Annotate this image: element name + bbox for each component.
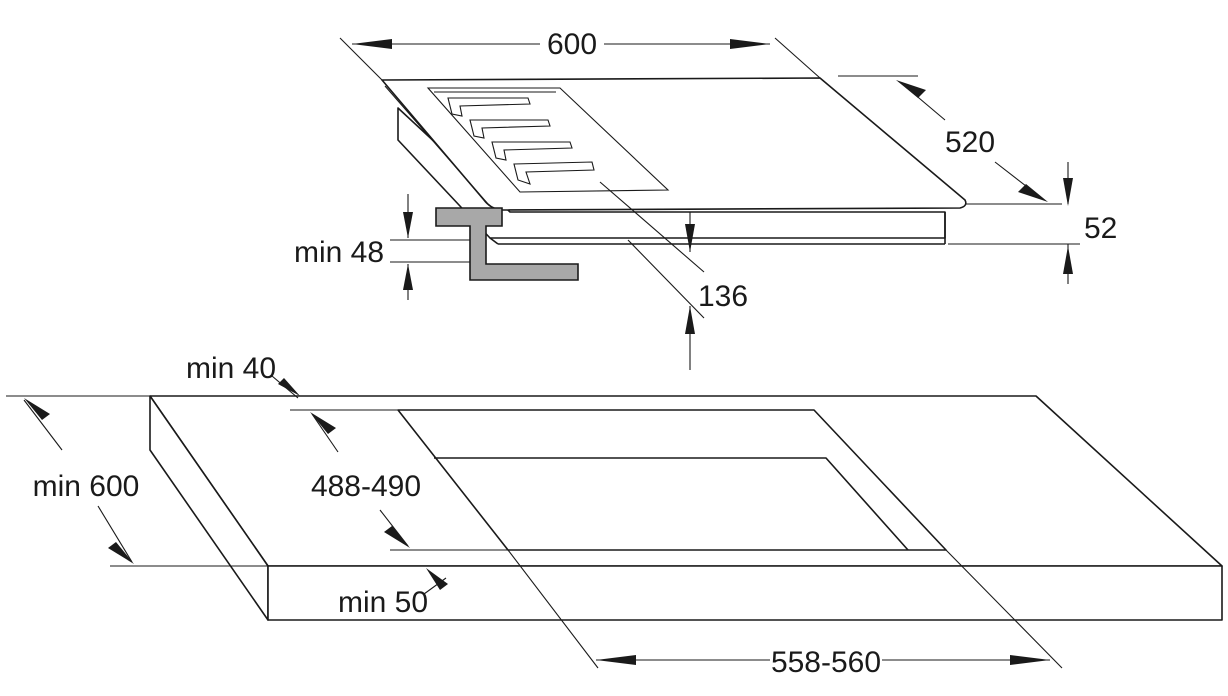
- cutout-width-arrow-left: [596, 655, 636, 665]
- hob-knob-slots: [447, 97, 595, 185]
- depth-arrow-bottom: [1018, 184, 1048, 202]
- clearance-arrow-top: [685, 224, 695, 252]
- hob-clearance-label: 136: [698, 280, 748, 313]
- mounting-bracket: [435, 207, 579, 281]
- width-extension-right: [774, 37, 821, 79]
- height-arrow-bottom: [1063, 246, 1073, 274]
- worktop-cutout-inner-edge: [434, 457, 909, 551]
- cutout-width-label: 558-560: [771, 646, 881, 679]
- depth-arrow-bottom: [108, 542, 134, 564]
- bracket-arrow-bottom: [403, 264, 413, 290]
- cutout-width-dimension: 558-560: [507, 549, 1063, 679]
- bracket-thickness-dimension: min 48: [294, 194, 470, 300]
- hob-height-dimension: 52: [948, 162, 1117, 284]
- hob-depth-dimension: 520: [838, 75, 1062, 205]
- depth-line-bottom: [97, 505, 133, 563]
- width-arrow-left: [352, 39, 392, 49]
- cutout-depth-label: 488-490: [311, 470, 421, 503]
- knob-slot-3: [491, 141, 573, 161]
- knob-slot-1: [447, 97, 531, 117]
- bracket-thickness-label: min 48: [294, 236, 384, 269]
- worktop-front-face: [267, 565, 1223, 621]
- back-distance-arrow: [278, 378, 300, 396]
- worktop-back-distance-dimension: min 40: [186, 352, 300, 399]
- clearance-extension-lower: [627, 239, 705, 319]
- worktop-front-distance-label: min 50: [338, 586, 428, 619]
- front-distance-arrow: [426, 568, 448, 590]
- height-arrow-top: [1063, 178, 1073, 206]
- hob-plate-bevel: [384, 85, 489, 205]
- worktop-front-distance-dimension: min 50: [338, 568, 448, 619]
- worktop-back-distance-label: min 40: [186, 352, 276, 385]
- hob-width-dimension: 600: [339, 28, 821, 81]
- cutout-depth-dimension: 488-490: [290, 409, 508, 551]
- hob-height-label: 52: [1084, 212, 1117, 245]
- hob-width-label: 600: [547, 28, 597, 61]
- bracket-profile: [435, 207, 579, 281]
- width-arrow-right: [730, 39, 770, 49]
- worktop-depth-label: min 600: [33, 470, 140, 503]
- worktop-depth-dimension: min 600: [6, 395, 268, 567]
- hob-housing-edge: [489, 237, 499, 245]
- hob-clearance-dimension: 136: [599, 181, 748, 370]
- knob-slot-4: [513, 161, 595, 185]
- cutout-width-extension-right: [945, 549, 1063, 669]
- cutout-depth-line-top: [311, 413, 339, 453]
- bracket-arrow-top: [403, 212, 413, 238]
- hob-depth-label: 520: [945, 126, 995, 159]
- cutout-depth-arrow-top: [310, 412, 336, 434]
- knob-slot-2: [469, 119, 551, 139]
- clearance-extension-upper: [599, 181, 705, 273]
- depth-arrow-top: [24, 398, 50, 420]
- hob-drawing: [381, 77, 967, 245]
- cutout-width-extension-left: [507, 549, 599, 669]
- worktop-drawing: [149, 395, 1223, 621]
- cutout-depth-arrow-bottom: [384, 526, 410, 548]
- depth-line-top: [23, 399, 63, 451]
- depth-arrow-top: [896, 80, 926, 98]
- width-extension-left: [339, 37, 383, 81]
- clearance-arrow-bottom: [685, 306, 695, 334]
- hob-control-panel: [426, 87, 670, 193]
- cutout-width-arrow-right: [1010, 655, 1050, 665]
